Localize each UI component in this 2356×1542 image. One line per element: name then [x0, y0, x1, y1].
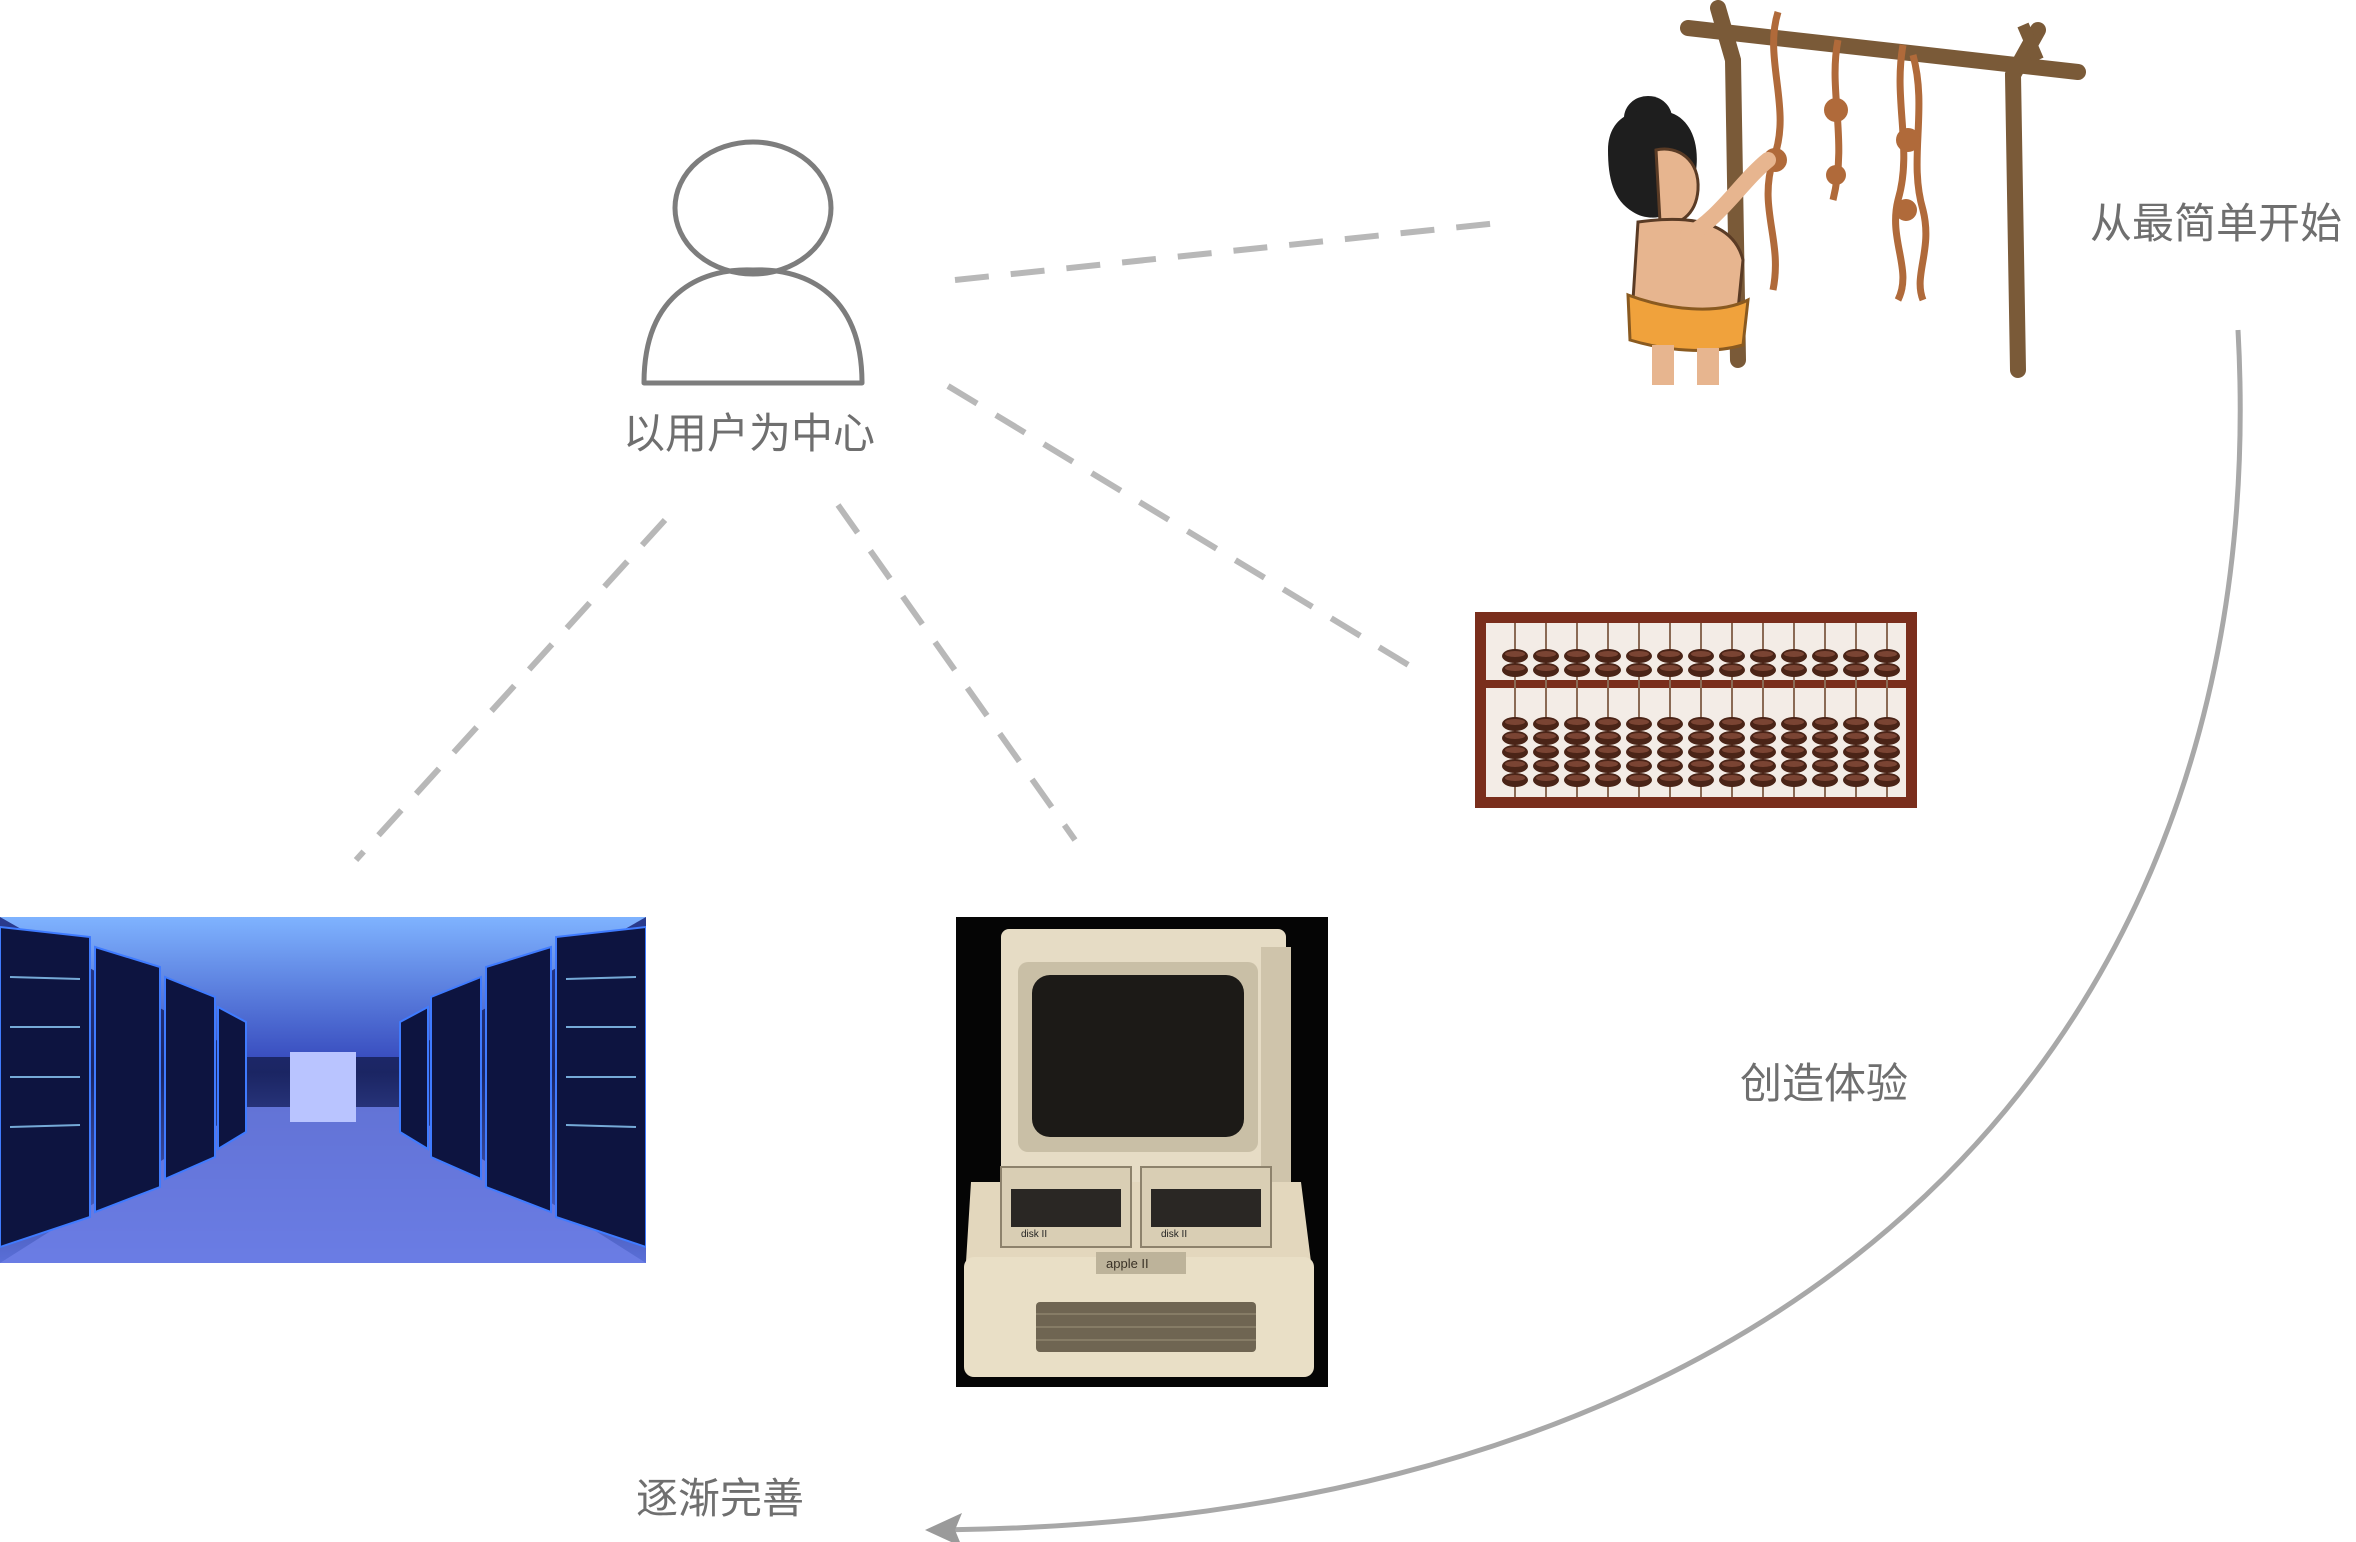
- drive-label-right: disk II: [1161, 1229, 1187, 1240]
- apple-ii-image: disk II disk II apple II: [956, 917, 1328, 1387]
- annotation-experience: 创造体验: [1740, 1059, 1909, 1108]
- child-rope-image: [1568, 0, 2098, 390]
- arrow-head: [925, 1513, 962, 1542]
- user-icon: [641, 139, 865, 386]
- center-label: 以用户为中心: [623, 409, 876, 458]
- annotation-improve: 逐渐完善: [636, 1474, 805, 1523]
- abacus-image: [1475, 612, 1917, 808]
- apple-ii-badge: apple II: [1106, 1256, 1149, 1271]
- progress-arrow-curve: [939, 329, 2243, 1533]
- datacenter-image: [0, 917, 646, 1263]
- drive-label-left: disk II: [1021, 1229, 1047, 1240]
- connector-to-abacus: [946, 383, 1422, 675]
- connector-to-child: [954, 219, 1509, 283]
- annotation-start: 从最简单开始: [2090, 199, 2343, 248]
- connector-to-datacenter: [353, 517, 668, 863]
- connector-to-apple-ii: [835, 503, 1078, 842]
